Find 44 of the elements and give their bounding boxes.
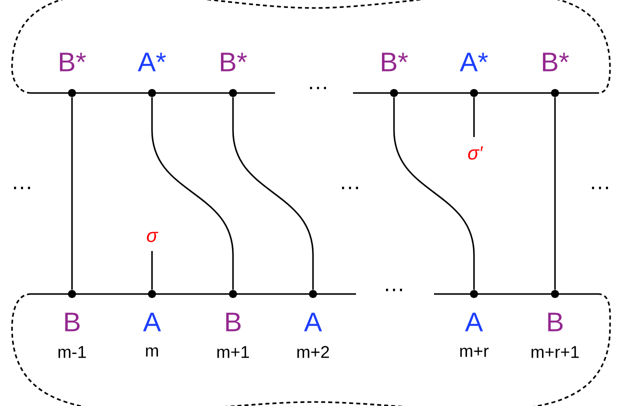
connector-line [554,97,556,290]
ellipsis: … [592,186,608,190]
vertex-dot [551,290,559,298]
connector-line [151,97,234,290]
stub-line [473,97,475,137]
connector-line [232,97,314,290]
vertex-dot [309,290,317,298]
vertex-label: A* [138,52,166,72]
edge-label: σ [145,230,159,244]
vertex-label: A [143,312,161,332]
ellipsis: … [342,186,358,190]
vertex-label: B [226,312,241,332]
vertex-dot [390,89,398,97]
vertex-label: B* [60,52,86,72]
vertex-dot [148,89,156,97]
index-label: m [146,347,158,357]
index-label: m-1 [58,346,86,358]
vertex-label: B* [382,52,408,72]
vertex-dot [551,89,559,97]
vertex-dot [68,89,76,97]
vertex-dot [470,89,478,97]
vertex-label: B* [220,52,247,72]
vertex-label: A [304,312,322,332]
ellipsis: … [14,186,30,190]
stub-line [151,251,153,290]
vertex-label: A* [460,52,488,72]
ellipsis: … [310,86,326,90]
index-label: m+2 [297,346,329,358]
edge-label: σ′ [466,145,484,161]
connector-line [393,97,475,290]
vertex-dot [148,290,156,298]
vertex-dot [229,89,237,97]
vertex-label: B [65,312,80,332]
vertex-label: B [548,312,563,332]
vertex-dot [229,290,237,298]
vertex-label: B* [542,52,569,72]
vertex-label: A [465,312,483,332]
ellipsis: … [386,288,402,292]
index-label: m+r+1 [532,346,579,358]
vertex-dot [68,290,76,298]
index-label: m+r [460,347,489,357]
connector-line [71,97,73,290]
vertex-dot [470,290,478,298]
index-label: m+1 [217,346,249,358]
